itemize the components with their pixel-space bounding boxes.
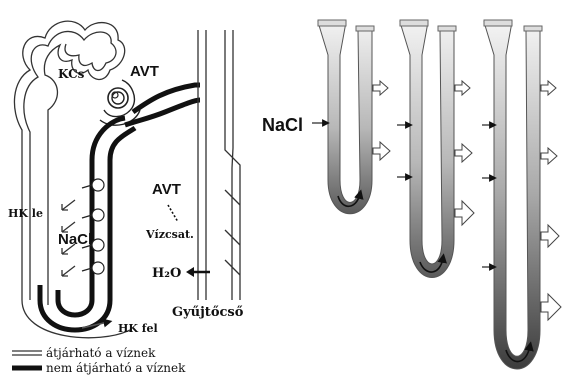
- efflux-arrow: [373, 81, 388, 95]
- label-avt-right: AVT: [152, 181, 181, 198]
- loop-short: [312, 20, 390, 214]
- distal-tubule: [133, 85, 200, 112]
- loop-medium: [397, 20, 474, 278]
- legend-impermeable: nem átjárható a víznek: [46, 361, 186, 375]
- label-hk-fel: HK fel: [118, 322, 158, 335]
- nephron-diagram: KCs AVT HK le NaCl AVT Vízcsat. H₂O Gyűj…: [8, 21, 244, 375]
- legend: átjárható a víznek nem átjárható a vízne…: [12, 346, 186, 375]
- loop-of-henle: [40, 128, 135, 330]
- avt-dashed-arrow: [168, 205, 178, 222]
- label-hk-le: HK le: [8, 207, 43, 220]
- label-h2o: H₂O: [152, 266, 181, 281]
- efflux-arrow: [373, 142, 390, 160]
- label-avt-top: AVT: [130, 63, 159, 80]
- legend-permeable: átjárható a víznek: [46, 346, 156, 360]
- label-nacl-right: NaCl: [262, 115, 303, 135]
- label-nacl-left: NaCl: [58, 231, 92, 248]
- label-gyujtocso: Gyűjtőcső: [172, 305, 244, 320]
- loop-long: [482, 20, 561, 369]
- label-vizcsat: Vízcsat.: [145, 228, 194, 241]
- label-kcs: KCs: [58, 67, 85, 81]
- loops-diagram: NaCl: [262, 20, 561, 369]
- collecting-duct: [198, 30, 240, 300]
